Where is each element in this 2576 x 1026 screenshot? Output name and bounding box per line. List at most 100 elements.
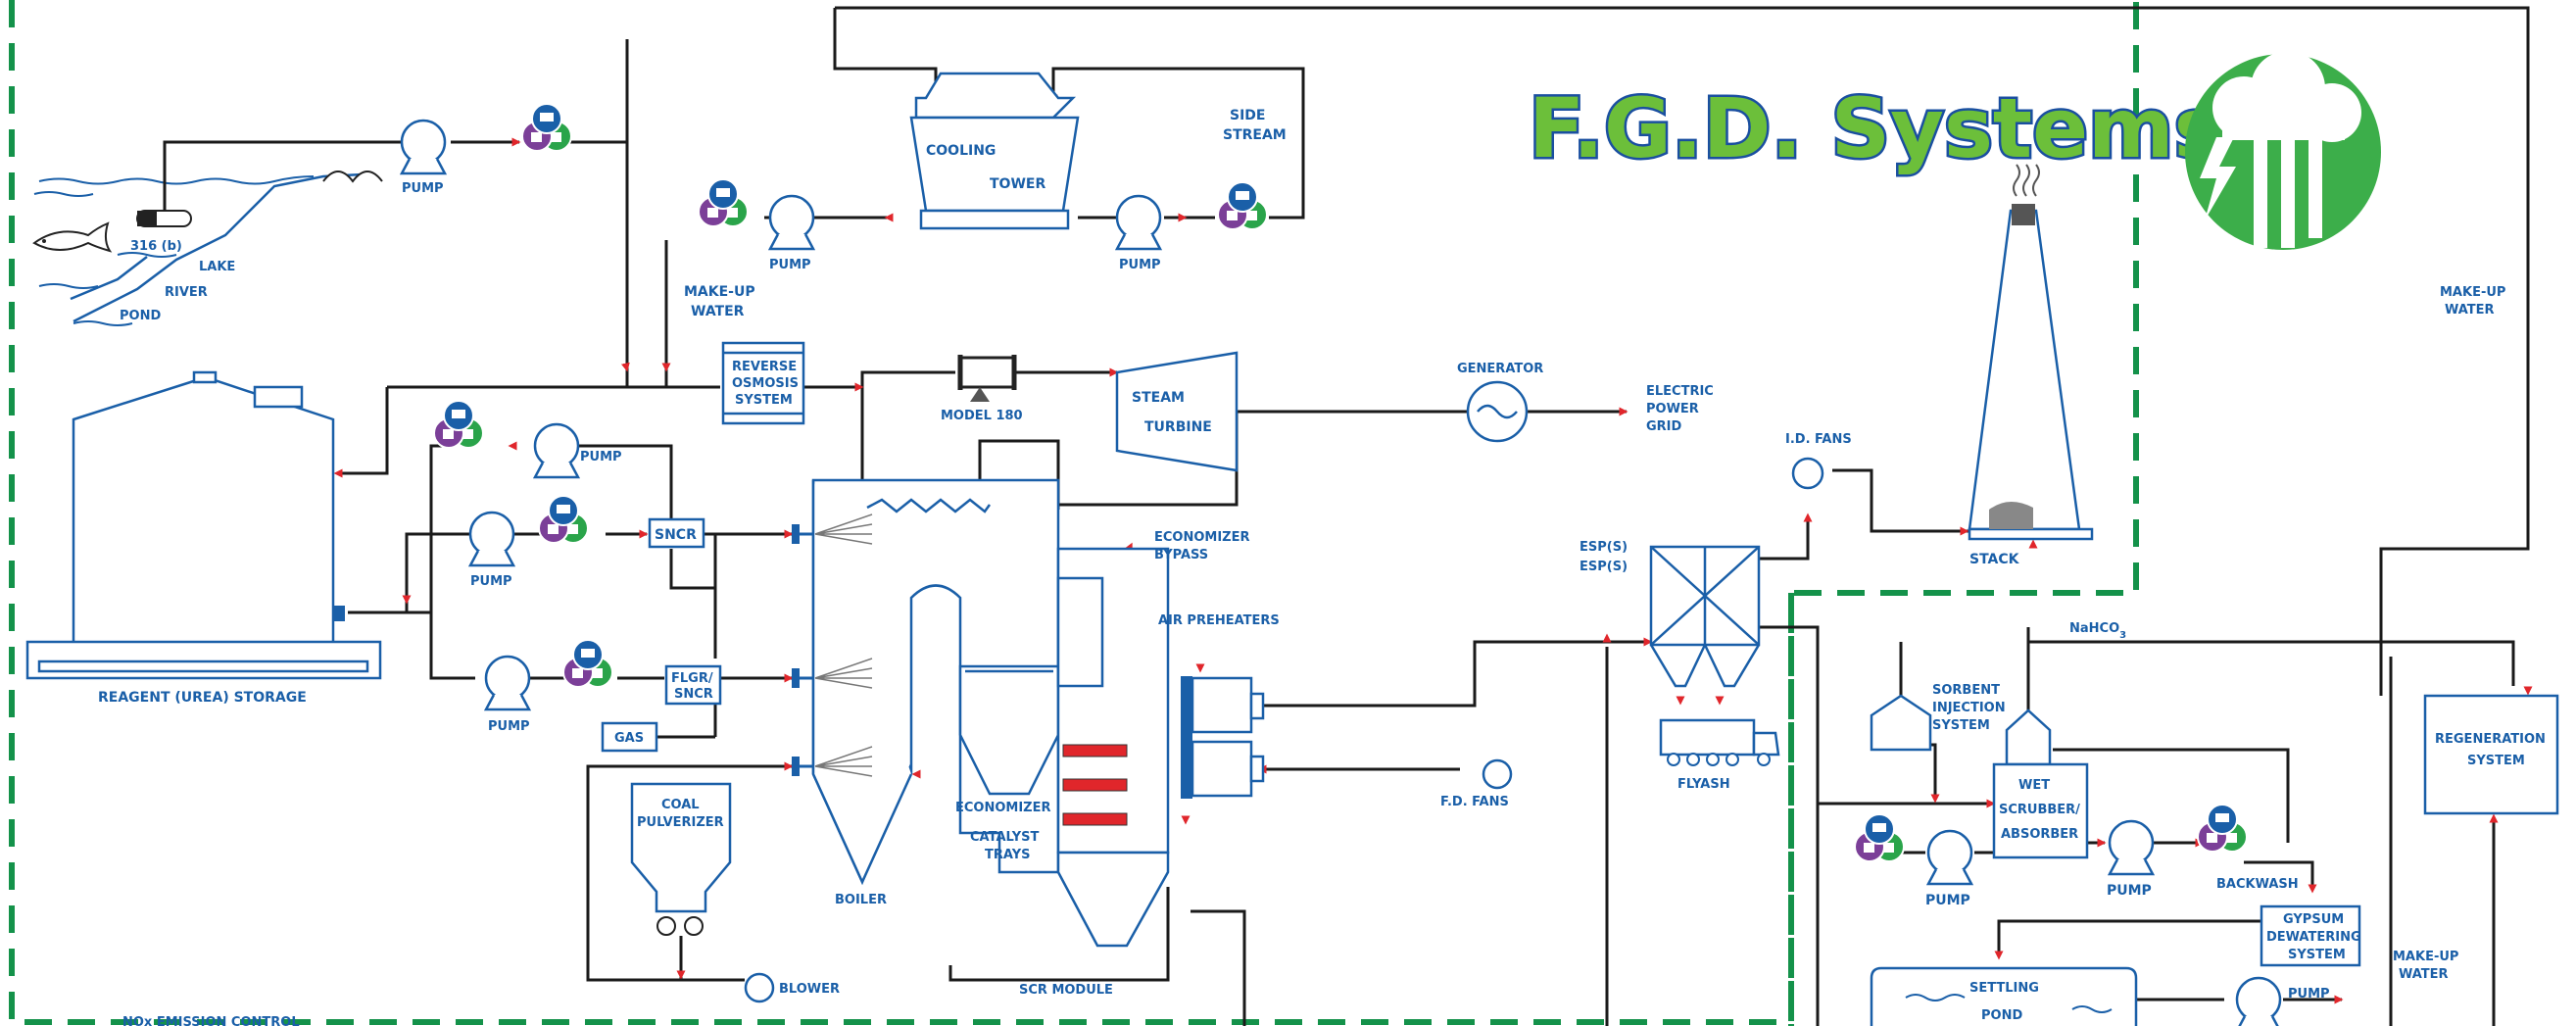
scr-module[interactable]	[1056, 547, 1170, 948]
gas-label: GAS	[614, 731, 644, 746]
pump-icon[interactable]	[484, 655, 531, 711]
pump-label: PUMP	[1925, 893, 1970, 908]
pump-icon[interactable]	[1115, 194, 1162, 251]
chemical-feed-icon[interactable]	[2197, 804, 2248, 853]
grid-label-1: ELECTRIC	[1646, 384, 1714, 399]
ro-label-1: REVERSE	[732, 360, 797, 374]
sorbent-injection-system[interactable]	[1870, 694, 1932, 752]
esp-label-2: ESP(S)	[1580, 560, 1628, 574]
pump-icon[interactable]	[2235, 976, 2282, 1026]
blower[interactable]	[744, 972, 775, 1003]
wet-scrubber[interactable]	[1992, 708, 2089, 859]
coal-pulverizer[interactable]	[630, 782, 732, 936]
sorbent-label: SORBENT	[1932, 683, 2000, 698]
regeneration-system[interactable]	[2423, 694, 2559, 815]
grid-label-3: GRID	[1646, 419, 1682, 434]
chemical-feed-icon[interactable]	[1854, 813, 1905, 862]
generator-label: GENERATOR	[1457, 362, 1543, 376]
chemical-feed-icon[interactable]	[562, 639, 613, 688]
catalyst-label: CATALYST	[970, 830, 1040, 845]
settling-label: SETTLING	[1969, 981, 2039, 996]
regeneration-label: REGENERATION	[2435, 732, 2546, 747]
settling-pond-label: POND	[1981, 1008, 2022, 1023]
pump-label: PUMP	[769, 258, 811, 272]
pump-icon[interactable]	[533, 422, 580, 479]
economizer-bypass-label-2: BYPASS	[1154, 548, 1208, 562]
turbine-label: TURBINE	[1144, 419, 1212, 435]
chemical-feed-icon[interactable]	[1217, 181, 1268, 230]
chemical-feed-icon[interactable]	[698, 178, 749, 227]
makeup-water-label: MAKE-UP	[2393, 950, 2458, 964]
pump-icon[interactable]	[2108, 819, 2155, 876]
factory-cloud-logo-icon	[2185, 51, 2381, 250]
fd-fans-label: F.D. FANS	[1440, 795, 1509, 809]
wet-label: WET	[2018, 778, 2050, 793]
flyash-label: FLYASH	[1677, 777, 1730, 792]
stack[interactable]	[1968, 164, 2094, 541]
nahco3-label: NaHCO3	[2069, 621, 2126, 641]
esp[interactable]	[1649, 545, 1761, 688]
burner	[792, 513, 873, 545]
gas-box[interactable]	[601, 721, 658, 753]
settling-pond[interactable]	[1870, 966, 2138, 1026]
fd-fan[interactable]	[1482, 758, 1513, 790]
nox-control-label: NOx EMISSION CONTROL	[122, 1015, 300, 1026]
pump-icon[interactable]	[400, 119, 447, 175]
model-180-label: MODEL 180	[941, 409, 1023, 423]
pump-label: PUMP	[1119, 258, 1161, 272]
pump-label: PUMP	[580, 450, 622, 464]
air-preheater[interactable]	[1181, 676, 1265, 799]
chemical-feed-icon[interactable]	[538, 495, 589, 544]
intake-316b-label: 316 (b)	[130, 239, 182, 254]
absorber-label: ABSORBER	[2001, 827, 2078, 842]
id-fan[interactable]	[1791, 457, 1824, 490]
gypsum-label: GYPSUM	[2283, 912, 2344, 927]
lake-label: LAKE	[199, 260, 235, 274]
makeup-water-label: MAKE-UP	[2440, 285, 2505, 300]
gypsum-dewatering-system[interactable]	[2260, 904, 2361, 967]
pump-label: PUMP	[470, 574, 512, 589]
grid-label-2: POWER	[1646, 402, 1699, 416]
blower-label: BLOWER	[779, 982, 840, 997]
pump-label: PUMP	[402, 181, 444, 196]
cooling-label: COOLING	[926, 143, 996, 159]
river-label: RIVER	[165, 285, 208, 300]
pond-label: POND	[120, 309, 161, 323]
chemical-feed-icon[interactable]	[521, 103, 572, 152]
catalyst-trays-label: TRAYS	[985, 848, 1030, 862]
ro-label-2: OSMOSIS	[732, 376, 799, 391]
pump-label: PUMP	[2107, 883, 2152, 899]
page-title: F.G.D. Systems	[1529, 80, 2223, 176]
scr-module-label: SCR MODULE	[1019, 983, 1113, 998]
makeup-water-label-2: WATER	[2399, 967, 2449, 982]
makeup-water-label-2: WATER	[2445, 303, 2495, 318]
makeup-water-label: MAKE-UP	[684, 284, 755, 300]
pump-icon[interactable]	[468, 511, 515, 567]
boiler-label: BOILER	[835, 893, 887, 907]
dewatering-label: DEWATERING	[2266, 930, 2361, 945]
pump-icon[interactable]	[1926, 829, 1973, 886]
burner	[792, 658, 873, 689]
pump-icon[interactable]	[768, 194, 815, 251]
cooling-tower[interactable]	[909, 72, 1080, 230]
stack-label: STACK	[1969, 552, 2020, 567]
reverse-osmosis-system[interactable]	[721, 341, 805, 425]
pulverizer-label: PULVERIZER	[637, 815, 724, 830]
economizer-bypass-label: ECONOMIZER	[1154, 530, 1250, 545]
flyash-truck	[1659, 718, 1780, 766]
gypsum-system-label: SYSTEM	[2288, 948, 2346, 962]
nox-control-zone-border	[9, 0, 2139, 1025]
chemical-feed-icon[interactable]	[433, 400, 484, 449]
pump-label: PUMP	[2288, 987, 2330, 1002]
side-stream-label-2: STREAM	[1223, 127, 1287, 143]
generator-icon[interactable]	[1466, 380, 1529, 443]
sncr-box[interactable]	[648, 517, 705, 549]
sorbent-system-label: SYSTEM	[1932, 718, 1990, 733]
steam-turbine[interactable]	[1115, 351, 1239, 472]
reagent-storage-tank[interactable]	[25, 370, 382, 680]
backwash-label: BACKWASH	[2216, 877, 2299, 892]
economizer[interactable]	[958, 664, 1060, 796]
flgr-sncr-box[interactable]	[664, 664, 722, 706]
model-180-valve[interactable]	[957, 355, 1017, 402]
tower-label: TOWER	[990, 176, 1045, 192]
